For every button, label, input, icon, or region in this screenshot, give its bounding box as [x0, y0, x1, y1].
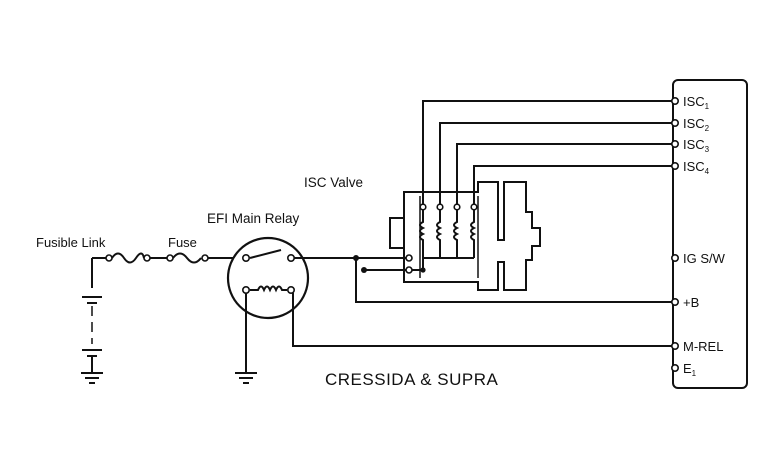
ecu-terminal-e1: E1 [670, 361, 697, 378]
ecu-terminal-isc1: ISC1 [670, 94, 710, 111]
ecu-box [672, 79, 748, 389]
ground-symbol-relay [235, 372, 257, 384]
svg-text:ISC3: ISC3 [683, 137, 710, 154]
ecu-terminal-igsw: IG S/W [670, 251, 726, 266]
isc-valve-label: ISC Valve [304, 175, 363, 190]
svg-text:M-REL: M-REL [683, 339, 723, 354]
svg-text:E1: E1 [683, 361, 697, 378]
svg-text:ISC1: ISC1 [683, 94, 710, 111]
ecu-terminal-mrel: M-REL [670, 339, 723, 354]
ecu-terminal-isc4: ISC4 [670, 159, 710, 176]
isc-coil-2 [436, 203, 444, 258]
isc-coil-4 [470, 203, 478, 258]
fusible-link-symbol [105, 252, 151, 264]
fuse-label: Fuse [168, 235, 197, 250]
isc-valve-symbol [389, 181, 541, 291]
fuse-symbol [166, 252, 209, 264]
fusible-link-label: Fusible Link [36, 235, 106, 250]
efi-main-relay-symbol [226, 236, 310, 320]
svg-text:ISC4: ISC4 [683, 159, 710, 176]
isc-coil-1 [419, 203, 427, 258]
battery-symbol [82, 258, 102, 372]
svg-text:IG S/W: IG S/W [683, 251, 726, 266]
isc-coil-3 [453, 203, 461, 258]
caption: CRESSIDA & SUPRA [325, 370, 498, 389]
efi-main-relay-label: EFI Main Relay [207, 211, 300, 226]
ground-symbol-battery [81, 372, 103, 384]
svg-text:ISC2: ISC2 [683, 116, 710, 133]
svg-text:+B: +B [683, 295, 699, 310]
